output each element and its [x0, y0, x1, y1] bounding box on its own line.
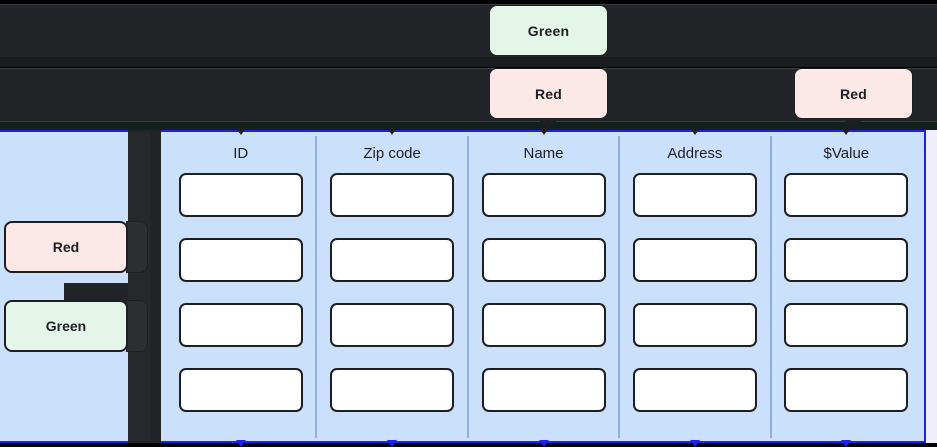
table-cell[interactable] [330, 173, 455, 217]
column-header-label: Name [523, 145, 564, 162]
column-top-marker-icon [538, 128, 549, 135]
toolbar-badge-red-middle[interactable]: Red [489, 68, 608, 119]
table-cell[interactable] [632, 238, 757, 282]
table-column-name[interactable]: Name [467, 128, 620, 447]
table-cell[interactable] [481, 173, 606, 217]
sidebar-dark-inner [128, 132, 150, 441]
column-top-marker-icon [689, 128, 700, 135]
column-bottom-marker-icon [841, 440, 852, 447]
toolbar-badge-red-right[interactable]: Red [794, 68, 913, 119]
column-bottom-marker-icon [689, 440, 700, 447]
column-header-label: Zip code [363, 145, 421, 162]
top-black-strip [0, 0, 937, 4]
table-column-address[interactable]: Address [619, 128, 771, 447]
column-top-marker-icon [235, 128, 246, 135]
column-bottom-marker-icon [387, 440, 398, 447]
table-column-id[interactable]: ID [166, 128, 317, 447]
table-cell[interactable] [784, 238, 909, 282]
table-cell[interactable] [632, 173, 757, 217]
table-cell[interactable] [178, 368, 303, 412]
sidebar-badge-green[interactable]: Green [4, 300, 128, 352]
table-cell[interactable] [178, 173, 303, 217]
panel-right-border [924, 130, 926, 443]
table-cell[interactable] [632, 368, 757, 412]
badge-pointer-icon [539, 120, 557, 130]
table-cell[interactable] [784, 303, 909, 347]
toolbar-footer-strip [0, 121, 937, 131]
table-cell[interactable] [481, 303, 606, 347]
column-header-label: Address [667, 145, 723, 162]
table-column-zip-code[interactable]: Zip code [316, 128, 468, 447]
column-top-marker-icon [841, 128, 852, 135]
badge-pointer-icon [844, 120, 862, 130]
table-cell[interactable] [330, 303, 455, 347]
toolbar-gap [0, 57, 937, 67]
sidebar-badge-red[interactable]: Red [4, 221, 128, 273]
toolbar-row-2 [0, 68, 937, 122]
table-cell[interactable] [784, 173, 909, 217]
column-bottom-marker-icon [538, 440, 549, 447]
table-cell[interactable] [178, 303, 303, 347]
table-cell[interactable] [330, 238, 455, 282]
column-header-label: ID [233, 145, 249, 162]
column-top-marker-icon [387, 128, 398, 135]
table-cell[interactable] [178, 238, 303, 282]
column-bottom-marker-icon [235, 440, 246, 447]
toolbar-badge-green[interactable]: Green [489, 5, 608, 56]
table-cell[interactable] [481, 368, 606, 412]
column-header-label: $Value [823, 145, 870, 162]
table-cell[interactable] [784, 368, 909, 412]
table-cell[interactable] [632, 303, 757, 347]
table-cell[interactable] [481, 238, 606, 282]
toolbar-row-1 [0, 4, 937, 58]
sidebar-badge-tail [126, 221, 148, 273]
table-cell[interactable] [330, 368, 455, 412]
table-column-value[interactable]: $Value [770, 128, 921, 447]
sidebar-badge-tail [126, 300, 148, 352]
table-columns: ID Zip code Name Addres [166, 128, 921, 447]
